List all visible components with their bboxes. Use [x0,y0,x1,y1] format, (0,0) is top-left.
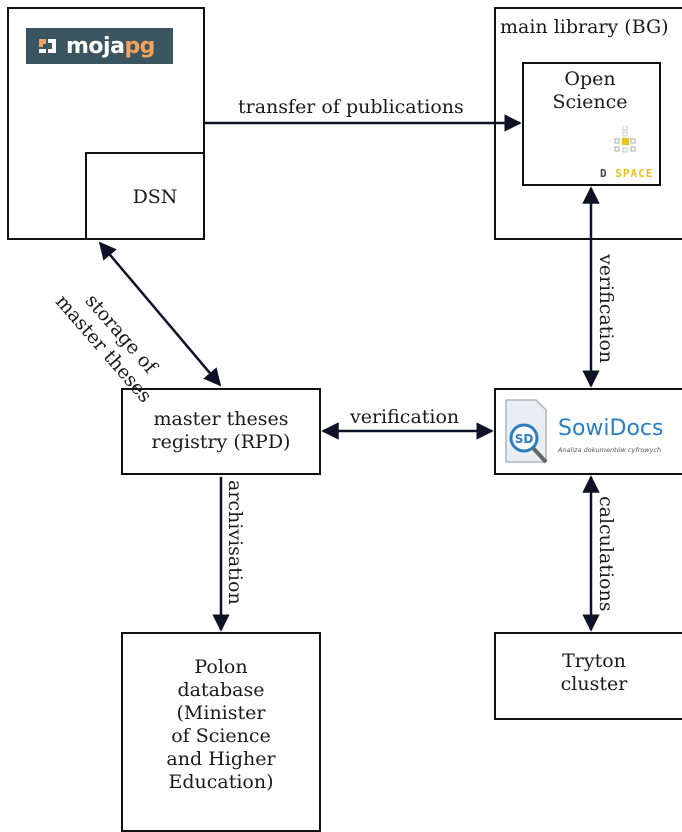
polon-box [121,632,321,832]
open-science-box [522,62,661,186]
diagram-edges [98,114,600,632]
rpd-label: master theses registry (RPD) [151,408,291,453]
edge-label-verification-horizontal: verification [350,406,460,428]
mojapg-logo-icon [39,39,56,53]
svg-text:SD: SD [515,432,534,446]
dsn-box [85,152,205,240]
sowidocs-title: SowiDocs [558,416,664,441]
mojapg-logo-text: mojapg [66,33,155,59]
dsn-label: DSN [132,186,178,208]
tryton-label: Tryton cluster [560,650,628,695]
open-science-label: Open Science [552,68,628,113]
main-library-label: main library (BG) [500,16,669,38]
dspace-logo-text: D SPACE [600,167,654,180]
polon-label: Polon database (Minister of Science and … [166,656,276,793]
rpd-box [121,388,321,475]
edge-label-verification-vertical: verification [595,254,617,364]
edge-label-archivisation: archivisation [224,480,246,605]
mojapg-logo: mojapg [26,28,173,64]
sowidocs-subtitle: Analiza dokumentów cyfrowych [558,446,662,454]
sowidocs-document-icon: SD [505,399,548,464]
edge-storage [98,241,222,387]
edge-label-transfer: transfer of publications [238,96,464,118]
edge-label-calculations: calculations [595,496,617,612]
dspace-icon [614,126,636,153]
tryton-box [494,632,682,720]
